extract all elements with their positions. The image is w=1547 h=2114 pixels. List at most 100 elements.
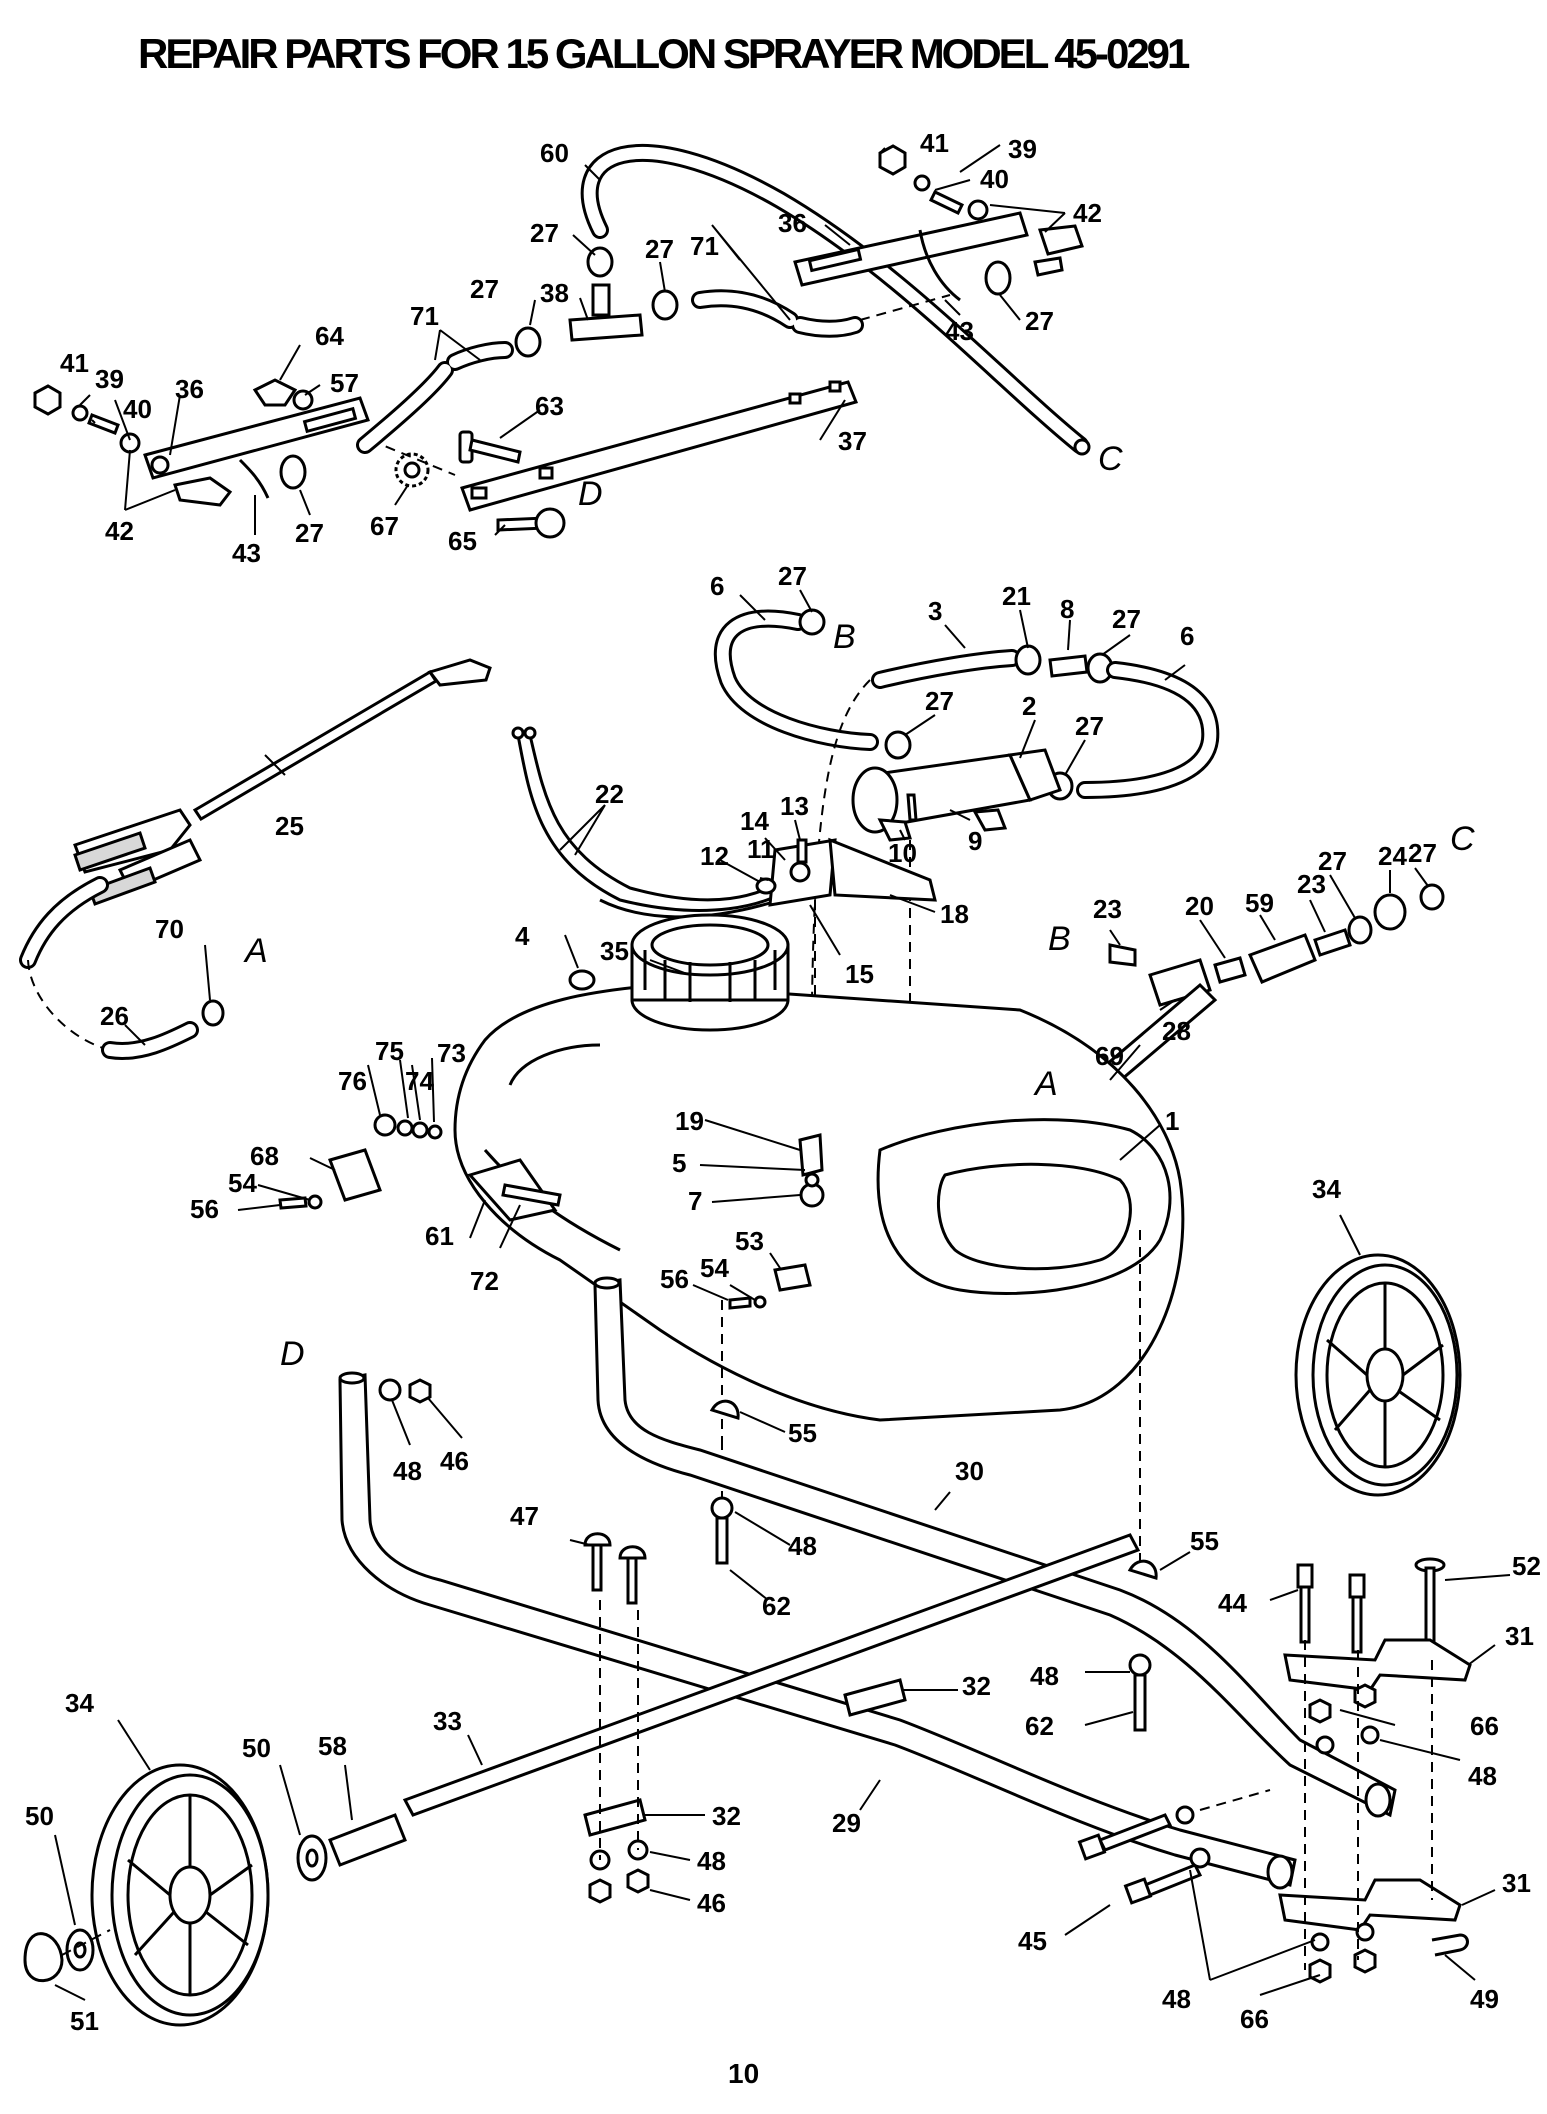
callout-54: 54 bbox=[700, 1253, 729, 1283]
callout-33: 33 bbox=[433, 1706, 462, 1736]
callout-48: 48 bbox=[1468, 1761, 1497, 1791]
callout-56: 56 bbox=[660, 1264, 689, 1294]
callout-25: 25 bbox=[275, 811, 304, 841]
callout-35: 35 bbox=[600, 936, 629, 966]
callout-55: 55 bbox=[788, 1418, 817, 1448]
callout-26: 26 bbox=[100, 1001, 129, 1031]
part-callouts: 60 41 39 40 42 36 27 71 27 38 27 43 27 7… bbox=[25, 128, 1541, 2036]
ref-letter-b: B bbox=[1048, 920, 1071, 958]
callout-57: 57 bbox=[330, 368, 359, 398]
callout-31: 31 bbox=[1505, 1621, 1534, 1651]
callout-59: 59 bbox=[1245, 888, 1274, 918]
callout-27: 27 bbox=[1112, 604, 1141, 634]
ref-letter-c: C bbox=[1098, 440, 1123, 478]
spray-wand bbox=[19, 658, 492, 1060]
callout-19: 19 bbox=[675, 1106, 704, 1136]
callout-47: 47 bbox=[510, 1501, 539, 1531]
callout-22: 22 bbox=[595, 779, 624, 809]
callout-50: 50 bbox=[25, 1801, 54, 1831]
callout-66: 66 bbox=[1470, 1711, 1499, 1741]
callout-55: 55 bbox=[1190, 1526, 1219, 1556]
callout-40: 40 bbox=[980, 164, 1009, 194]
callout-46: 46 bbox=[697, 1888, 726, 1918]
callout-42: 42 bbox=[1073, 198, 1102, 228]
page-title: REPAIR PARTS FOR 15 GALLON SPRAYER MODEL… bbox=[138, 30, 1190, 77]
callout-27: 27 bbox=[1408, 838, 1437, 868]
callout-29: 29 bbox=[832, 1808, 861, 1838]
callout-41: 41 bbox=[60, 348, 89, 378]
callout-15: 15 bbox=[845, 959, 874, 989]
callout-12: 12 bbox=[700, 841, 729, 871]
callout-67: 67 bbox=[370, 511, 399, 541]
callout-27: 27 bbox=[530, 218, 559, 248]
callout-3: 3 bbox=[928, 596, 942, 626]
callout-20: 20 bbox=[1185, 891, 1214, 921]
callout-64: 64 bbox=[315, 321, 344, 351]
callout-66: 66 bbox=[1240, 2004, 1269, 2034]
callout-37: 37 bbox=[838, 426, 867, 456]
callout-39: 39 bbox=[1008, 134, 1037, 164]
callout-31: 31 bbox=[1502, 1868, 1531, 1898]
callout-7: 7 bbox=[688, 1186, 702, 1216]
callout-14: 14 bbox=[740, 806, 769, 836]
callout-36: 36 bbox=[175, 374, 204, 404]
callout-39: 39 bbox=[95, 364, 124, 394]
callout-6: 6 bbox=[710, 571, 724, 601]
leader-lines bbox=[54, 144, 1511, 2001]
ref-letter-c: C bbox=[1450, 820, 1475, 858]
callout-32: 32 bbox=[712, 1801, 741, 1831]
callout-54: 54 bbox=[228, 1168, 257, 1198]
callout-23: 23 bbox=[1297, 869, 1326, 899]
callout-41: 41 bbox=[920, 128, 949, 158]
callout-27: 27 bbox=[778, 561, 807, 591]
callout-72: 72 bbox=[470, 1266, 499, 1296]
callout-34: 34 bbox=[1312, 1174, 1341, 1204]
callout-27: 27 bbox=[1075, 711, 1104, 741]
ref-letter-b: B bbox=[833, 618, 856, 656]
callout-71: 71 bbox=[690, 231, 719, 261]
callout-46: 46 bbox=[440, 1446, 469, 1476]
reference-letters: C D B C B A A D bbox=[243, 440, 1475, 1373]
callout-45: 45 bbox=[1018, 1926, 1047, 1956]
callout-48: 48 bbox=[697, 1846, 726, 1876]
callout-68: 68 bbox=[250, 1141, 279, 1171]
callout-8: 8 bbox=[1060, 594, 1074, 624]
callout-4: 4 bbox=[515, 921, 530, 951]
pump-assembly bbox=[713, 608, 1220, 1140]
callout-40: 40 bbox=[123, 394, 152, 424]
callout-53: 53 bbox=[735, 1226, 764, 1256]
callout-62: 62 bbox=[762, 1591, 791, 1621]
callout-13: 13 bbox=[780, 791, 809, 821]
callout-10: 10 bbox=[888, 838, 917, 868]
callout-63: 63 bbox=[535, 391, 564, 421]
callout-11: 11 bbox=[747, 834, 775, 864]
callout-49: 49 bbox=[1470, 1984, 1499, 2014]
callout-74: 74 bbox=[405, 1066, 434, 1096]
callout-44: 44 bbox=[1218, 1588, 1247, 1618]
callout-27: 27 bbox=[1025, 306, 1054, 336]
callout-38: 38 bbox=[540, 278, 569, 308]
callout-2: 2 bbox=[1022, 691, 1036, 721]
callout-18: 18 bbox=[940, 899, 969, 929]
ref-letter-d: D bbox=[280, 1335, 305, 1373]
callout-6: 6 bbox=[1180, 621, 1194, 651]
callout-69: 69 bbox=[1095, 1041, 1124, 1071]
callout-24: 24 bbox=[1378, 841, 1407, 871]
callout-58: 58 bbox=[318, 1731, 347, 1761]
tank bbox=[278, 913, 1185, 1570]
callout-73: 73 bbox=[437, 1038, 466, 1068]
callout-75: 75 bbox=[375, 1036, 404, 1066]
callout-9: 9 bbox=[968, 826, 982, 856]
callout-50: 50 bbox=[242, 1733, 271, 1763]
callout-60: 60 bbox=[540, 138, 569, 168]
filter-fittings bbox=[1080, 883, 1445, 1092]
callout-1: 1 bbox=[1165, 1106, 1179, 1136]
callout-23: 23 bbox=[1093, 894, 1122, 924]
callout-30: 30 bbox=[955, 1456, 984, 1486]
wheels bbox=[23, 1253, 1462, 2027]
callout-51: 51 bbox=[70, 2006, 99, 2036]
boom-assembly bbox=[33, 143, 1091, 539]
callout-27: 27 bbox=[1318, 846, 1347, 876]
callout-48: 48 bbox=[393, 1456, 422, 1486]
